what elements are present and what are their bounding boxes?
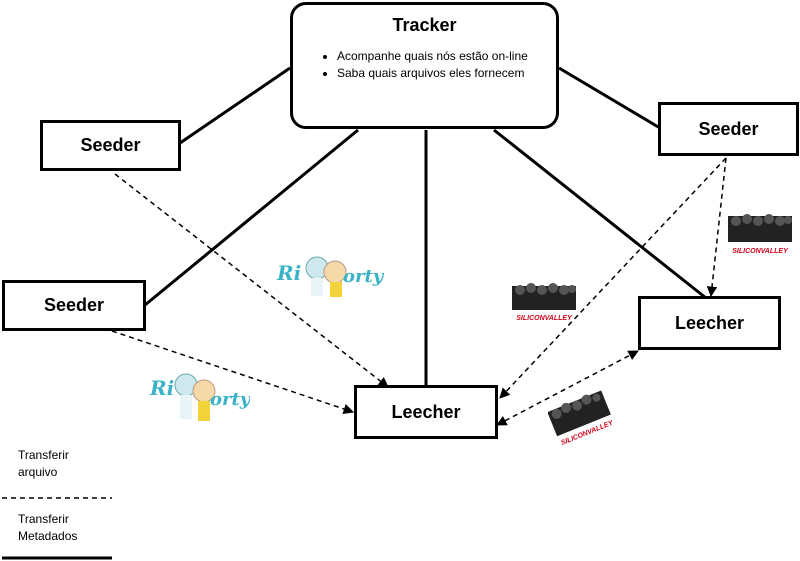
silicon-valley-logo: SILICONVALLEY [547,386,615,450]
leecher-right-node: Leecher [638,296,781,350]
silicon-valley-logo: SILICONVALLEY [726,208,794,258]
dashed-arrow-seeder-right-to-leecher-right [706,157,727,298]
legend-solid-label: Transferir Metadados [18,512,78,543]
dashed-arrow-seeder-mid-left-to-leecher [111,330,354,414]
solid-line-tracker-seeder-right [558,66,661,130]
tracker-title: Tracker [392,15,457,35]
seeder-mid-left-node: Seeder [2,280,146,331]
leecher-center-node: Leecher [354,385,498,439]
dashed-arrow-seeder-top-left-to-leecher [114,173,389,388]
solid-line-tracker-leecher-right [493,128,707,300]
svg-text:SILICONVALLEY: SILICONVALLEY [732,248,789,255]
legend-dashed-label: Transferir arquivo [18,448,69,479]
svg-text:orty: orty [343,266,385,287]
solid-line-tracker-seeder-top-left [179,66,291,145]
tracker-node: Tracker Acompanhe quais nós estão on-lin… [290,2,559,129]
tracker-bullet: Saba quais arquivos eles fornecem [337,65,544,82]
svg-text:Ri: Ri [149,376,174,400]
svg-text:Ri: Ri [276,261,301,285]
rick-and-morty-logo: Ri orty [275,250,385,300]
rick-and-morty-logo: Ri orty [148,365,252,425]
svg-text:SILICONVALLEY: SILICONVALLEY [516,315,573,322]
seeder-right-node: Seeder [658,102,799,156]
tracker-bullet: Acompanhe quais nós estão on-line [337,48,544,65]
svg-text:orty: orty [210,389,250,410]
seeder-top-left-node: Seeder [40,120,181,171]
silicon-valley-logo: SILICONVALLEY [510,278,578,326]
solid-line-tracker-seeder-mid-left [144,128,359,307]
tracker-bullet-list: Acompanhe quais nós estão on-line Saba q… [305,48,544,82]
